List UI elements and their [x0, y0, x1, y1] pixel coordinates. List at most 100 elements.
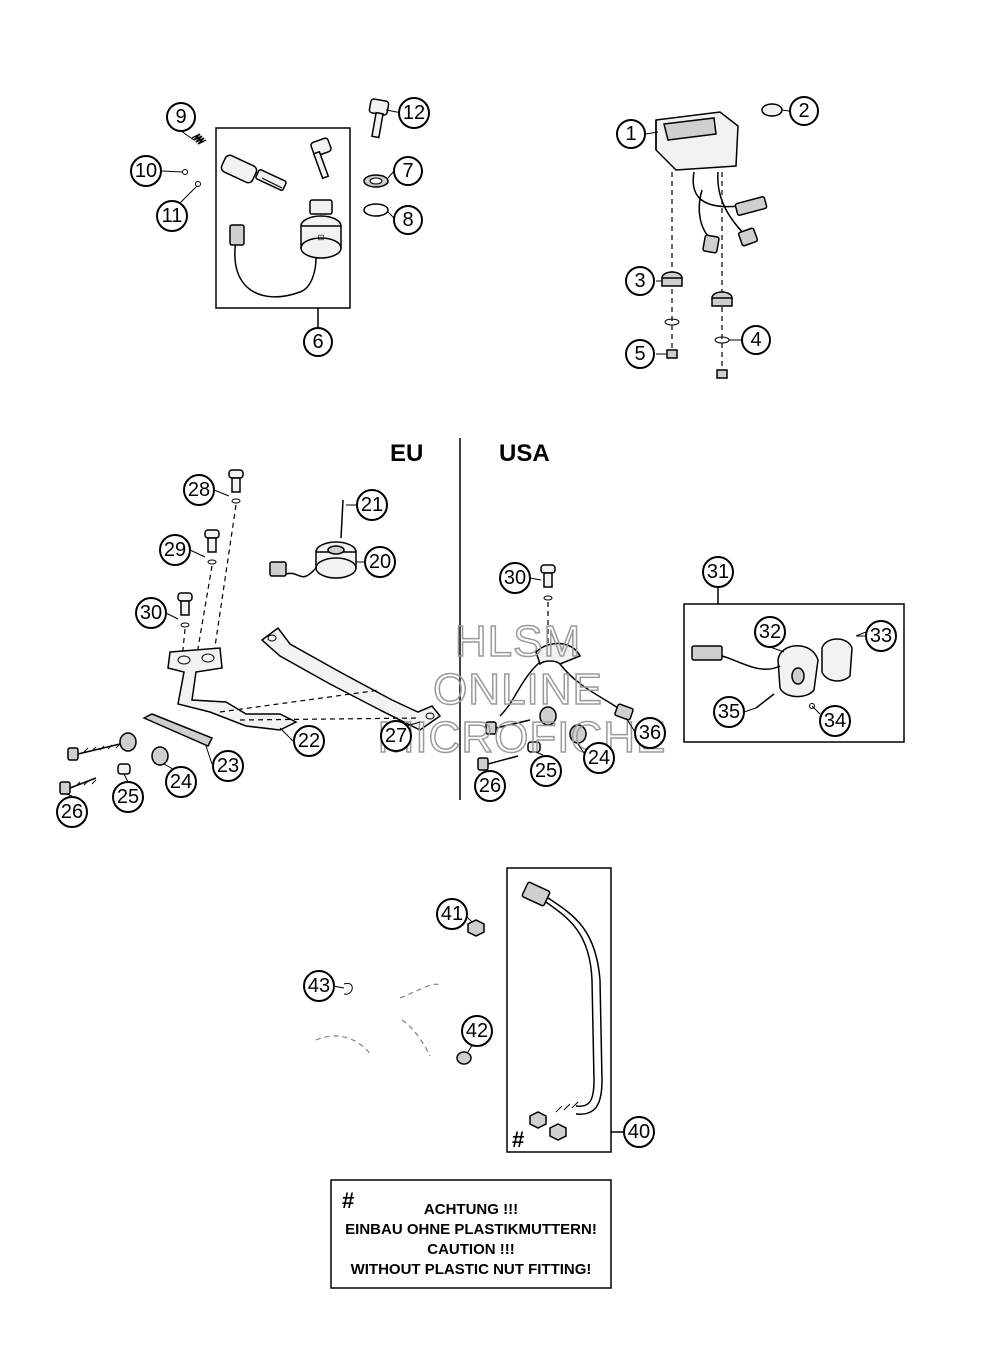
callout-30-usa: 30 — [499, 562, 531, 594]
eu-mounting-group — [59, 469, 442, 795]
callout-8: 8 — [393, 205, 423, 235]
callout-25-usa: 25 — [530, 755, 562, 787]
rubber-damper-eu-b — [151, 746, 169, 766]
rubber-damper-usa-a — [539, 706, 557, 726]
note-line-1: ACHTUNG !!! — [424, 1201, 518, 1218]
callout-20: 20 — [364, 546, 396, 578]
callout-1: 1 — [616, 119, 646, 149]
svg-text:26: 26 — [61, 801, 83, 823]
svg-text:1: 1 — [625, 123, 636, 145]
spacer-25-usa — [527, 741, 541, 753]
svg-text:11: 11 — [162, 205, 183, 227]
usa-label: USA — [499, 440, 550, 467]
rubber-damper-eu-a — [119, 732, 137, 752]
cable-thread — [555, 1101, 579, 1113]
callout-32: 32 — [754, 616, 786, 648]
switch-connector-20 — [269, 561, 287, 577]
callout-23: 23 — [212, 750, 244, 782]
callout-33: 33 — [865, 620, 897, 652]
lock-cylinder — [220, 154, 287, 191]
dashboard-group — [655, 103, 783, 379]
callout-25-eu: 25 — [112, 781, 144, 813]
washer-4a — [664, 318, 680, 326]
svg-text:24: 24 — [170, 771, 192, 793]
svg-text:22: 22 — [298, 730, 320, 752]
svg-text:25: 25 — [117, 786, 139, 808]
svg-text:30: 30 — [140, 602, 162, 624]
callout-36: 36 — [634, 717, 666, 749]
svg-text:8: 8 — [402, 209, 413, 231]
speedo-cable-group: # — [315, 867, 624, 1153]
plug-28 — [228, 469, 244, 504]
switch-kit-31 — [683, 586, 905, 743]
svg-text:31: 31 — [707, 561, 729, 583]
speedo-cable-box — [506, 867, 612, 1153]
caution-note: # ACHTUNG !!! EINBAU OHNE PLASTIKMUTTERN… — [330, 1179, 612, 1289]
callout-6: 6 — [303, 327, 333, 357]
svg-text:5: 5 — [634, 343, 645, 365]
callout-30-eu: 30 — [135, 597, 167, 629]
callout-35: 35 — [713, 696, 745, 728]
callout-22: 22 — [293, 725, 325, 757]
key-12 — [368, 98, 390, 139]
callout-2: 2 — [789, 96, 819, 126]
plug-30-usa — [540, 564, 556, 601]
callout-5: 5 — [625, 339, 655, 369]
callout-31: 31 — [702, 556, 734, 588]
plastic-nut-b — [549, 1123, 567, 1141]
callout-24-eu: 24 — [165, 766, 197, 798]
note-line-2: EINBAU OHNE PLASTIKMUTTERN! — [345, 1221, 597, 1238]
plug-30-eu — [177, 592, 193, 628]
watermark-line-3: MICROFICHE — [378, 713, 667, 762]
cable-connector — [521, 881, 551, 907]
spring — [191, 133, 207, 145]
svg-text:7: 7 — [402, 160, 413, 182]
svg-text:36: 36 — [639, 722, 661, 744]
switch-32 — [777, 645, 819, 698]
note-marker: # — [342, 1188, 354, 1213]
nut-41 — [467, 919, 485, 937]
cap-2 — [761, 103, 783, 117]
svg-text:33: 33 — [870, 625, 892, 647]
svg-text:35: 35 — [718, 701, 740, 723]
nut-5a — [666, 349, 678, 359]
ring-8 — [363, 203, 389, 217]
fitting-marker: # — [512, 1127, 524, 1152]
note-line-4: WITHOUT PLASTIC NUT FITTING! — [351, 1261, 592, 1278]
bolt-26-eu-a — [67, 743, 121, 761]
callout-7: 7 — [393, 156, 423, 186]
svg-text:41: 41 — [441, 903, 463, 925]
callout-34: 34 — [819, 705, 851, 737]
clip-43 — [343, 982, 353, 995]
callout-28: 28 — [183, 474, 215, 506]
svg-text:40: 40 — [628, 1121, 650, 1143]
rubber-damper-usa-b — [569, 724, 587, 744]
watermark: HLSM ONLINE MICROFICHE — [377, 616, 667, 763]
callout-41: 41 — [436, 898, 468, 930]
ignition-lock-group: ⊡ — [182, 98, 390, 328]
svg-text:27: 27 — [385, 725, 407, 747]
svg-text:12: 12 — [403, 102, 425, 124]
callout-26-eu: 26 — [56, 796, 88, 828]
svg-text:10: 10 — [135, 160, 157, 182]
svg-text:⊡: ⊡ — [318, 233, 325, 242]
plastic-nut-a — [529, 1111, 547, 1129]
svg-text:30: 30 — [504, 567, 526, 589]
svg-text:25: 25 — [535, 760, 557, 782]
svg-text:43: 43 — [308, 975, 330, 997]
watermark-line-2: ONLINE — [433, 665, 603, 714]
svg-text:9: 9 — [175, 106, 186, 128]
callout-26-usa: 26 — [474, 770, 506, 802]
callout-10: 10 — [130, 155, 162, 187]
ignition-connector — [229, 224, 245, 246]
key-6 — [310, 137, 332, 180]
spacer-25-eu — [117, 763, 131, 775]
ignition-switch: ⊡ — [300, 199, 342, 259]
screw-21 — [340, 499, 344, 539]
svg-text:24: 24 — [588, 747, 610, 769]
svg-text:28: 28 — [188, 479, 210, 501]
bracket-27 — [260, 626, 442, 731]
callout-40: 40 — [623, 1116, 655, 1148]
ignition-lock-kit-box — [215, 127, 351, 309]
svg-text:34: 34 — [824, 710, 846, 732]
